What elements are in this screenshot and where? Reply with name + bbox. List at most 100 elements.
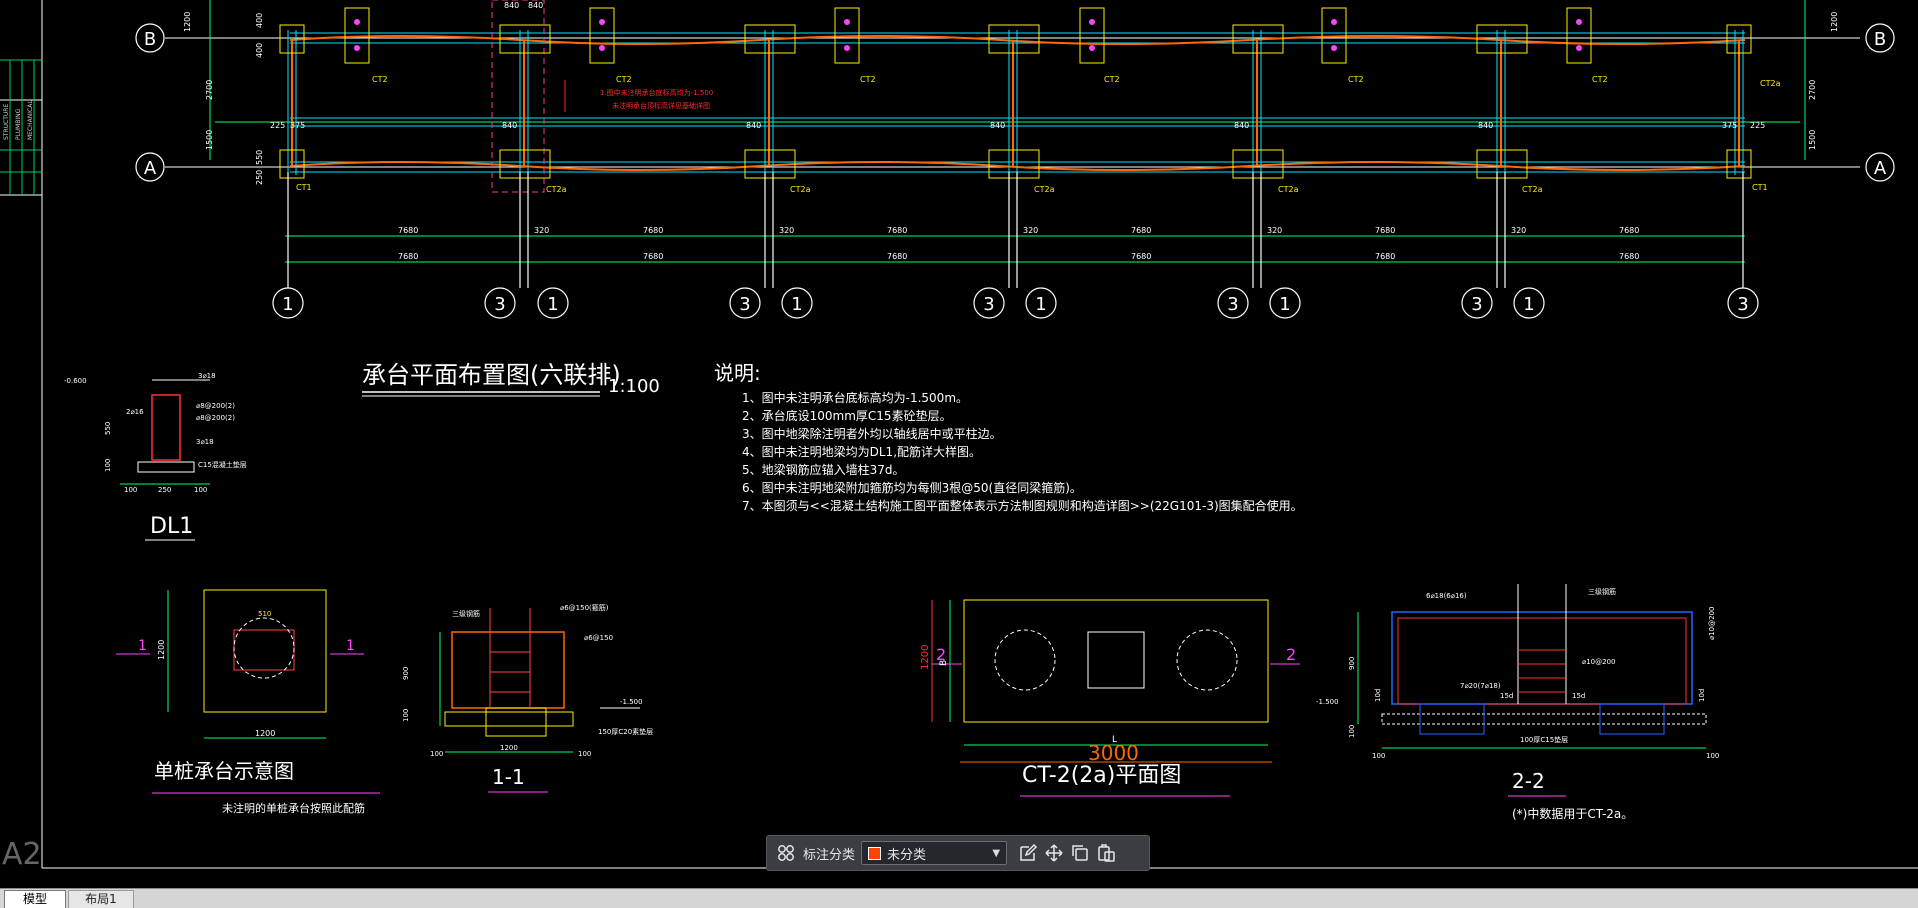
dl1-dim: 100 bbox=[104, 459, 112, 472]
dim-upper: 400 bbox=[255, 13, 264, 28]
dl1-dim: 250 bbox=[158, 486, 171, 494]
dim-bay: 7680 bbox=[1131, 226, 1151, 235]
dl1-label: C15混凝土垫层 bbox=[198, 460, 247, 469]
tab-layout1[interactable]: 布局1 bbox=[68, 890, 134, 908]
axis-bubble-col: 1 bbox=[547, 294, 558, 315]
dim-bay: 7680 bbox=[1619, 226, 1639, 235]
pile-label: CT2a bbox=[1522, 185, 1543, 194]
sec22-title: 2-2 bbox=[1512, 769, 1545, 793]
section-mark: 1 bbox=[346, 638, 355, 654]
sec11-label: -1.500 bbox=[620, 698, 643, 706]
sec11-label: 150厚C20素垫层 bbox=[598, 727, 653, 736]
dl1-label: 3⌀18 bbox=[198, 372, 216, 380]
sec11-label: ⌀6@150 bbox=[584, 634, 613, 642]
dim-lower: 840 bbox=[502, 121, 517, 130]
dim-bay: 7680 bbox=[887, 226, 907, 235]
move-icon[interactable] bbox=[1041, 840, 1067, 866]
dim-bay: 7680 bbox=[887, 252, 907, 261]
axis-bubble-row: A bbox=[1874, 158, 1887, 179]
pile-label: CT2 bbox=[372, 75, 388, 84]
grid-icon[interactable] bbox=[773, 840, 799, 866]
note-item: 3、图中地梁除注明者外均以轴线居中或平柱边。 bbox=[742, 426, 1002, 441]
dl1-detail: -0.600 3⌀18 ⌀8@200(2) ⌀8@200(2) 3⌀18 C15… bbox=[64, 372, 247, 541]
dl1-title: DL1 bbox=[150, 514, 193, 539]
sec22-label: 三级钢筋 bbox=[1588, 587, 1616, 596]
section-1-1-detail: 三级钢筋 ⌀6@150(箍筋) ⌀6@150 -1.500 150厚C20素垫层… bbox=[402, 603, 653, 793]
edit-icon[interactable] bbox=[1015, 840, 1041, 866]
axis-bubble-col: 3 bbox=[1227, 294, 1238, 315]
dim-upper: 400 bbox=[255, 43, 264, 58]
pile-label: CT1 bbox=[296, 183, 312, 192]
dim-upper: 840 bbox=[528, 1, 543, 10]
sec22-dim: 100 bbox=[1348, 725, 1356, 738]
dim-side: 1500 bbox=[205, 130, 214, 150]
axis-bubble-col: 3 bbox=[739, 294, 750, 315]
copy-icon[interactable] bbox=[1067, 840, 1093, 866]
pile-label: CT2 bbox=[1592, 75, 1608, 84]
side-label-plumbing: PLUMBING bbox=[15, 108, 22, 140]
dim-offset: 320 bbox=[534, 226, 549, 235]
pile-label: CT2 bbox=[1348, 75, 1364, 84]
sec11-label: 三级钢筋 bbox=[452, 609, 480, 618]
side-label-mechanical: MECHANICAL bbox=[27, 100, 34, 140]
dim-offset: 320 bbox=[779, 226, 794, 235]
dim-offset: 320 bbox=[1023, 226, 1038, 235]
dim-lower: 550 bbox=[255, 150, 264, 165]
chevron-down-icon: ▼ bbox=[992, 847, 1001, 859]
pile-label: CT2 bbox=[1104, 75, 1120, 84]
dim-side: 2700 bbox=[205, 80, 214, 100]
dim-bay: 7680 bbox=[398, 252, 418, 261]
axis-bubble-col: 1 bbox=[1035, 294, 1046, 315]
ct2-l-label: L bbox=[1112, 735, 1117, 745]
sec22-label: 15d bbox=[1572, 692, 1585, 700]
sec11-dim: 100 bbox=[402, 709, 410, 722]
annotation-category-select[interactable]: 未分类 ▼ bbox=[861, 841, 1008, 865]
sec22-label: 7⌀20(7⌀18) bbox=[1460, 682, 1501, 690]
sec22-label: -1.500 bbox=[1316, 698, 1339, 706]
axis-bubble-row: B bbox=[144, 29, 156, 50]
dl1-dim: 550 bbox=[104, 422, 112, 435]
axis-bubble-row: B bbox=[1874, 29, 1886, 50]
note-item: 7、本图须与<<混凝土结构施工图平面整体表示方法制图规则和构造详图>>(22G1… bbox=[742, 498, 1303, 513]
sec11-dim: 900 bbox=[402, 667, 410, 680]
pile-label: CT1 bbox=[1752, 183, 1768, 192]
plan-red-note-1: 1.图中未注明承台底标高均为-1.500 bbox=[600, 88, 713, 97]
sec22-footnote: (*)中数据用于CT-2a。 bbox=[1512, 806, 1633, 821]
dim-lower: 840 bbox=[1234, 121, 1249, 130]
paste-icon[interactable] bbox=[1093, 840, 1119, 866]
tab-model[interactable]: 模型 bbox=[4, 890, 66, 908]
pile-label: CT2a bbox=[546, 185, 567, 194]
ct2-title: CT-2(2a)平面图 bbox=[1022, 763, 1181, 788]
sec22-dim: 900 bbox=[1348, 657, 1356, 670]
dim-bay: 7680 bbox=[1375, 226, 1395, 235]
note-item: 4、图中未注明地梁均为DL1,配筋详大样图。 bbox=[742, 444, 981, 459]
notes-heading: 说明: bbox=[714, 361, 761, 385]
single-pile-title: 单桩承台示意图 bbox=[154, 759, 294, 783]
pile-label: CT2a bbox=[1278, 185, 1299, 194]
axis-bubble-col: 1 bbox=[1279, 294, 1290, 315]
ct2-plan-detail: 2 2 1200 B L 3000 CT-2(2a)平面图 bbox=[920, 599, 1300, 797]
sec22-label: ⌀10@200 bbox=[1708, 607, 1716, 640]
dim-upper: 840 bbox=[504, 1, 519, 10]
note-item: 5、地梁钢筋应锚入墙柱37d。 bbox=[742, 462, 905, 477]
sec11-dim: 100 bbox=[578, 750, 591, 758]
dim-bay: 7680 bbox=[643, 252, 663, 261]
single-pile-subtitle: 未注明的单桩承台按照此配筋 bbox=[222, 801, 365, 815]
note-item: 6、图中未注明地梁附加箍筋均为每侧3根@50(直径同梁箍筋)。 bbox=[742, 480, 1082, 495]
sec22-label: 6⌀18(6⌀16) bbox=[1426, 592, 1467, 600]
dim-offset: 320 bbox=[1511, 226, 1526, 235]
axis-bubble-col: 1 bbox=[282, 294, 293, 315]
plan-scale: 1:100 bbox=[608, 376, 660, 397]
note-item: 2、承台底设100mm厚C15素砼垫层。 bbox=[742, 408, 952, 423]
dl1-elev: -0.600 bbox=[64, 377, 87, 385]
dim-lower: 840 bbox=[990, 121, 1005, 130]
section-mark: 2 bbox=[1286, 645, 1296, 664]
sec11-label: ⌀6@150(箍筋) bbox=[560, 603, 609, 612]
sec22-label: 10d bbox=[1698, 689, 1706, 702]
axis-bubble-col: 1 bbox=[791, 294, 802, 315]
dim-lower: 840 bbox=[1478, 121, 1493, 130]
dim-bay: 7680 bbox=[1131, 252, 1151, 261]
sec11-title: 1-1 bbox=[492, 765, 525, 789]
category-selected-value: 未分类 bbox=[887, 847, 927, 863]
